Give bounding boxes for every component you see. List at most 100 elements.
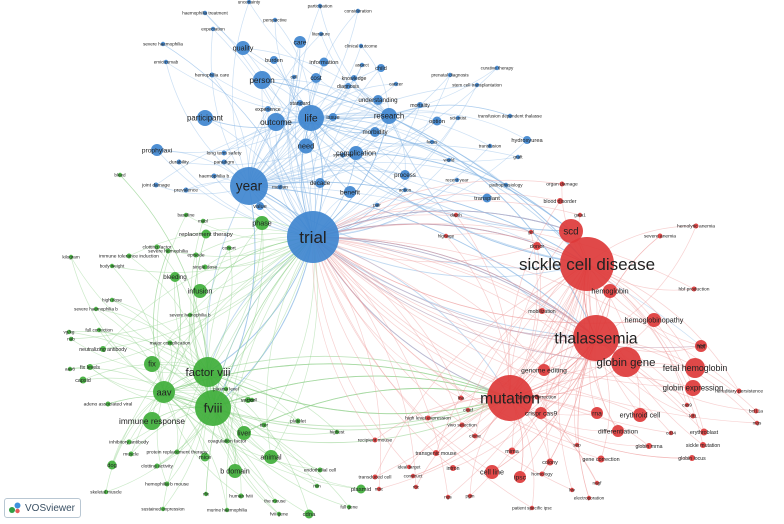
node-trial[interactable] — [287, 211, 339, 263]
network-nodes[interactable] — [66, 0, 760, 519]
node-recipient-mouse[interactable] — [372, 437, 378, 443]
node-globin-gene[interactable] — [611, 347, 641, 377]
node-hemophilia-care[interactable] — [209, 72, 215, 78]
node-full-correction[interactable] — [96, 327, 102, 333]
node-inhibitory-antibody[interactable] — [126, 439, 132, 445]
node-need[interactable] — [298, 138, 314, 154]
node-cdna[interactable] — [304, 509, 314, 519]
node-immune-tolerance-induction[interactable] — [126, 253, 132, 259]
node-haemophilia-treatment[interactable] — [202, 10, 208, 16]
node-mice[interactable] — [200, 452, 210, 462]
node-gata1[interactable] — [577, 212, 583, 218]
node-sustained-expression[interactable] — [160, 506, 166, 512]
node-world[interactable] — [446, 157, 452, 163]
node-sickle-cell-disease[interactable] — [560, 237, 614, 291]
node-fix[interactable] — [144, 356, 160, 372]
node-baseline[interactable] — [183, 212, 189, 218]
node-information[interactable] — [319, 57, 329, 67]
node-erythroblast[interactable] — [700, 428, 708, 436]
node-diagnosis[interactable] — [345, 83, 351, 89]
node-thalassemia[interactable] — [573, 315, 619, 361]
node-skeletal-muscle[interactable] — [103, 489, 109, 495]
node-liver[interactable] — [237, 426, 251, 440]
node-scd[interactable] — [559, 219, 583, 243]
node-standard[interactable] — [297, 100, 303, 106]
node-fetal-hemoglobin[interactable] — [685, 358, 705, 378]
node-gene-correction[interactable] — [597, 455, 605, 463]
node-experience[interactable] — [265, 106, 271, 112]
node-participation[interactable] — [317, 3, 323, 9]
node-decade[interactable] — [315, 178, 325, 188]
node-hemoglobin[interactable] — [603, 284, 617, 298]
node-uncertainty[interactable] — [246, 0, 252, 5]
node-scientist[interactable] — [455, 115, 461, 121]
node-organ-damage[interactable] — [559, 181, 565, 187]
node-fix-levels[interactable] — [87, 364, 93, 370]
node-life[interactable] — [298, 105, 324, 131]
node-full-gene[interactable] — [346, 504, 352, 510]
node-mabl[interactable] — [200, 218, 206, 224]
node-body-weight[interactable] — [109, 263, 115, 269]
node-clotting-factor[interactable] — [154, 244, 160, 250]
node-neutralizing-antibody[interactable] — [100, 346, 106, 352]
node-transgenic-mouse[interactable] — [433, 450, 439, 456]
node-globin-expression[interactable] — [685, 380, 701, 396]
node-transfusion-dependent-thalasse[interactable] — [507, 113, 513, 119]
node-pgm[interactable] — [467, 493, 473, 499]
node-joint-damage[interactable] — [153, 182, 159, 188]
node-klf1[interactable] — [690, 413, 696, 419]
node-mortality[interactable] — [417, 102, 423, 108]
node-prevalence[interactable] — [183, 187, 189, 193]
node-high-level-expression[interactable] — [425, 415, 431, 421]
node-severe-hemophilia[interactable] — [165, 248, 171, 254]
node-person[interactable] — [253, 71, 271, 89]
node-titer[interactable] — [261, 422, 267, 428]
node-phase[interactable] — [255, 216, 269, 230]
node-blood-disorder[interactable] — [557, 198, 563, 204]
node-dog[interactable] — [107, 460, 117, 470]
node-long-term-safety[interactable] — [221, 150, 227, 156]
node-year[interactable] — [230, 167, 268, 205]
node-hemophilia-b-mouse[interactable] — [164, 481, 170, 487]
node-vector[interactable] — [245, 397, 251, 403]
node-gcl[interactable] — [528, 229, 534, 235]
node-cancer[interactable] — [393, 81, 399, 87]
node-child[interactable] — [377, 64, 385, 72]
node-transduced-cell[interactable] — [372, 474, 378, 480]
node-nagf[interactable] — [594, 480, 600, 486]
node-the-mouse[interactable] — [272, 498, 278, 504]
node-rna[interactable] — [591, 407, 603, 419]
node-globin-locus[interactable] — [689, 455, 695, 461]
node-adeno-associated-viral[interactable] — [105, 401, 111, 407]
node-stem-cell-transplantation[interactable] — [474, 82, 480, 88]
node-mirna[interactable] — [508, 447, 516, 455]
node-cohort[interactable] — [226, 245, 232, 251]
node-transfusion[interactable] — [487, 143, 493, 149]
node-rfix[interactable] — [203, 491, 209, 497]
node-murine-haemophilia[interactable] — [224, 507, 230, 513]
node-kilogram[interactable] — [68, 254, 74, 260]
node-crispr-cas9[interactable] — [535, 407, 547, 419]
node-intron[interactable] — [450, 465, 456, 471]
node-complication[interactable] — [349, 146, 363, 160]
node-focus[interactable] — [429, 139, 435, 145]
node-hemoglobinopathy[interactable] — [647, 313, 661, 327]
node-mgs[interactable] — [754, 420, 760, 426]
node-replacement-therapy[interactable] — [201, 229, 211, 239]
vosviewer-logo[interactable]: VOSviewer — [4, 498, 82, 518]
node-severe-hemophilia-b[interactable] — [187, 312, 193, 318]
node-hereditary-persistence[interactable] — [736, 388, 742, 394]
node-major-complication[interactable] — [167, 340, 173, 346]
node-curative-therapy[interactable] — [494, 65, 500, 71]
node-genome-editing[interactable] — [538, 364, 550, 376]
node-factor-viii[interactable] — [193, 357, 223, 387]
node-clone[interactable] — [472, 433, 478, 439]
node-animal[interactable] — [264, 450, 278, 464]
node-pathophysiology[interactable] — [503, 182, 509, 188]
node-clotting-activity[interactable] — [154, 463, 160, 469]
node-sep[interactable] — [574, 442, 580, 448]
node-plasmid[interactable] — [356, 484, 366, 494]
node-highest[interactable] — [334, 429, 340, 435]
node-aav8[interactable] — [67, 366, 73, 372]
